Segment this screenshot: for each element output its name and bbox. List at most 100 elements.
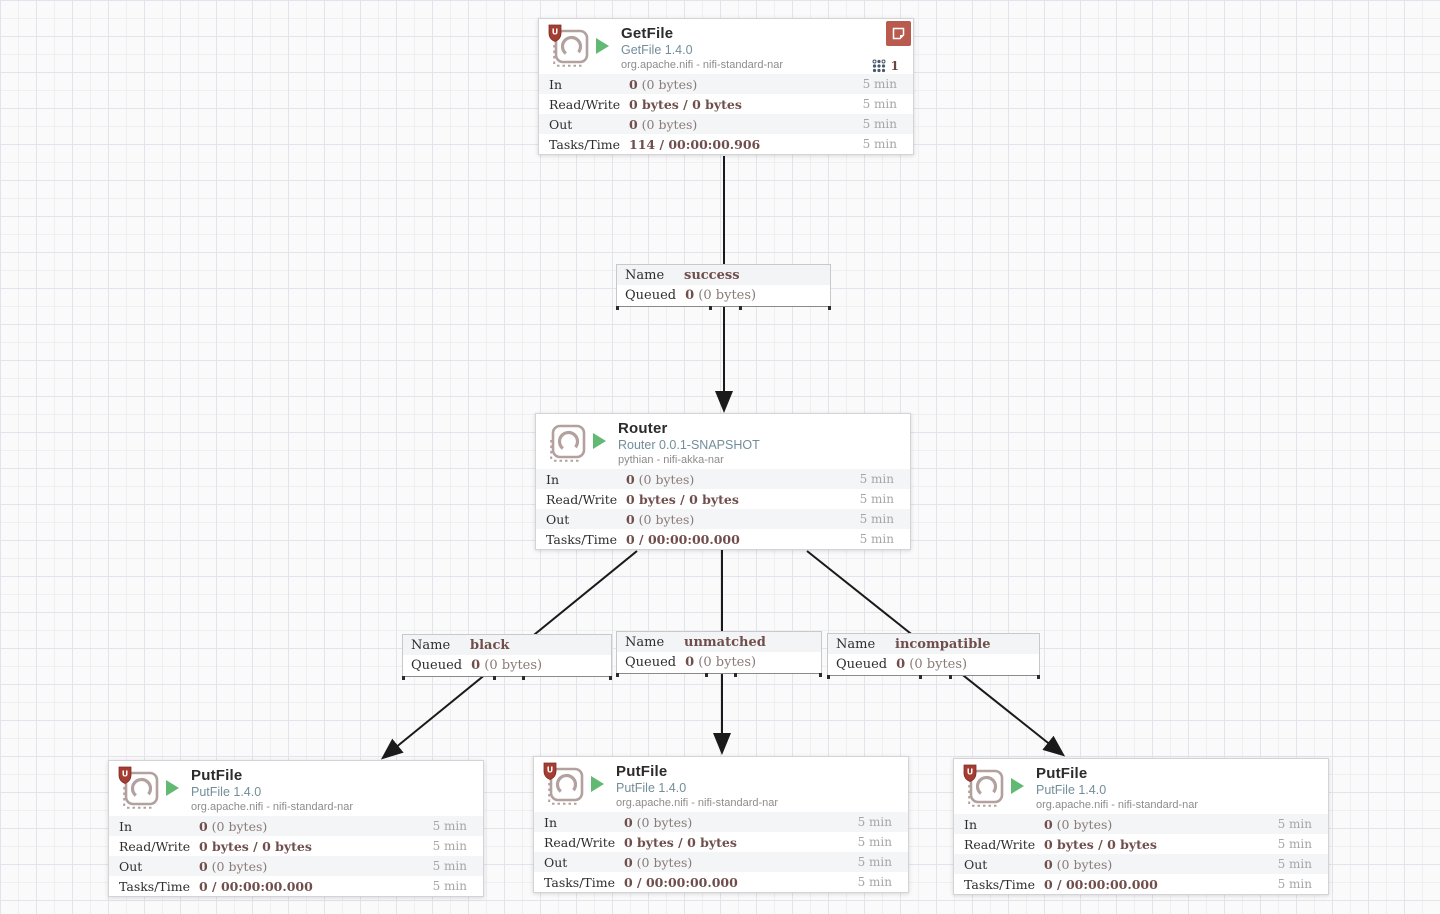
stat-label: Tasks/Time	[549, 136, 621, 152]
stat-value: 0 bytes / 0 bytes	[1044, 837, 1278, 852]
processor-header: U PutFile PutFile 1.4.0 org.apache.nifi …	[109, 761, 483, 816]
run-status-icon	[1011, 778, 1024, 794]
queued-bytes: (0 bytes)	[694, 654, 757, 670]
stat-label: Out	[544, 854, 568, 870]
stat-window: 5 min	[857, 815, 892, 829]
svg-text:U: U	[552, 28, 559, 37]
stat-value-bold: 0	[629, 116, 638, 132]
stat-window: 5 min	[857, 835, 892, 849]
processor-putfile-middle[interactable]: U PutFile PutFile 1.4.0 org.apache.nifi …	[533, 756, 909, 893]
processor-getfile[interactable]: U GetFile GetFile 1.4.0 org.apache.nifi …	[538, 18, 914, 155]
stat-window: 5 min	[1277, 877, 1312, 891]
connection-name-value: black	[470, 637, 510, 653]
stat-value-bold: 0	[626, 511, 635, 527]
processor-header: Router Router 0.0.1-SNAPSHOT pythian - n…	[536, 414, 910, 469]
stat-value: 0 / 00:00:00.000	[626, 532, 860, 547]
connection-label-incompatible[interactable]: Name incompatible Queued 0 (0 bytes)	[827, 633, 1040, 679]
processor-stamp-icon: U	[961, 763, 1007, 816]
stat-value-rest: (0 bytes)	[207, 858, 268, 874]
connection-name-row: Name success	[617, 265, 830, 285]
stat-label: In	[546, 471, 559, 487]
stat-label: Read/Write	[549, 96, 621, 112]
processor-stamp-icon: U	[546, 23, 592, 76]
connection-label-unmatched[interactable]: Name unmatched Queued 0 (0 bytes)	[616, 631, 822, 677]
stat-value-rest: (0 bytes)	[1052, 816, 1113, 832]
processor-type: PutFile 1.4.0	[191, 785, 262, 799]
queued-bytes: (0 bytes)	[694, 287, 757, 303]
active-thread-count: 1	[872, 59, 899, 73]
stat-value-bold: 114 / 00:00:00.906	[629, 136, 761, 152]
stat-window: 5 min	[1277, 857, 1312, 871]
connection-queued-value: 0 (0 bytes)	[896, 657, 967, 672]
processor-stamp-icon	[543, 418, 589, 471]
queued-bytes: (0 bytes)	[905, 656, 968, 672]
processor-name: PutFile	[616, 763, 668, 780]
stat-value: 0 (0 bytes)	[629, 77, 863, 92]
processor-router[interactable]: Router Router 0.0.1-SNAPSHOT pythian - n…	[535, 413, 911, 550]
restricted-shield-icon: U	[118, 766, 132, 784]
stat-window: 5 min	[862, 77, 897, 91]
connection-queued-value: 0 (0 bytes)	[471, 658, 542, 673]
stat-row-tasks: Tasks/Time 0 / 00:00:00.000 5 min	[536, 529, 910, 549]
stat-row-in: In 0 (0 bytes) 5 min	[109, 816, 483, 836]
processor-stamp-icon: U	[116, 765, 162, 818]
stat-value: 0 (0 bytes)	[626, 472, 860, 487]
stat-value: 0 (0 bytes)	[624, 855, 858, 870]
stat-value: 0 bytes / 0 bytes	[199, 839, 433, 854]
stat-row-readwrite: Read/Write 0 bytes / 0 bytes 5 min	[539, 94, 913, 114]
connection-name-key: Name	[625, 634, 665, 650]
processor-type: PutFile 1.4.0	[616, 781, 687, 795]
restricted-shield-icon: U	[543, 762, 557, 780]
svg-text:U: U	[967, 768, 974, 777]
connection-label-success[interactable]: Name success Queued 0 (0 bytes)	[616, 264, 831, 310]
connection-label-black[interactable]: Name black Queued 0 (0 bytes)	[402, 634, 612, 680]
processor-titles: PutFile PutFile 1.4.0 org.apache.nifi - …	[1036, 765, 1198, 811]
stat-value-bold: 0	[1044, 856, 1053, 872]
comment-badge[interactable]	[886, 21, 911, 46]
stat-value: 0 bytes / 0 bytes	[629, 97, 863, 112]
stat-label: Tasks/Time	[964, 876, 1036, 892]
processor-putfile-left[interactable]: U PutFile PutFile 1.4.0 org.apache.nifi …	[108, 760, 484, 897]
queued-count: 0	[471, 657, 481, 673]
stat-row-tasks: Tasks/Time 0 / 00:00:00.000 5 min	[109, 876, 483, 896]
stat-value-bold: 0 bytes / 0 bytes	[199, 838, 312, 854]
stat-value-bold: 0 / 00:00:00.000	[624, 874, 738, 890]
run-status-icon	[596, 38, 609, 54]
stat-row-readwrite: Read/Write 0 bytes / 0 bytes 5 min	[109, 836, 483, 856]
processor-titles: PutFile PutFile 1.4.0 org.apache.nifi - …	[191, 767, 353, 813]
stat-row-out: Out 0 (0 bytes) 5 min	[536, 509, 910, 529]
connection-queued-key: Queued	[625, 654, 677, 670]
processor-putfile-right[interactable]: U PutFile PutFile 1.4.0 org.apache.nifi …	[953, 758, 1329, 895]
stat-value: 0 (0 bytes)	[199, 859, 433, 874]
stat-value-rest: (0 bytes)	[632, 854, 693, 870]
stat-value: 0 (0 bytes)	[199, 819, 433, 834]
stat-value-bold: 0 bytes / 0 bytes	[626, 491, 739, 507]
stat-value-rest: (0 bytes)	[207, 818, 268, 834]
processor-header: U PutFile PutFile 1.4.0 org.apache.nifi …	[534, 757, 908, 812]
stat-value: 0 / 00:00:00.000	[199, 879, 433, 894]
stat-window: 5 min	[862, 137, 897, 151]
stat-row-tasks: Tasks/Time 114 / 00:00:00.906 5 min	[539, 134, 913, 154]
stat-window: 5 min	[432, 859, 467, 873]
connection-name-key: Name	[836, 636, 876, 652]
connection-queued-row: Queued 0 (0 bytes)	[403, 655, 611, 675]
stat-label: In	[964, 816, 977, 832]
connection-name-key: Name	[625, 267, 665, 283]
processor-bundle: org.apache.nifi - nifi-standard-nar	[621, 59, 784, 71]
stat-row-out: Out 0 (0 bytes) 5 min	[534, 852, 908, 872]
stat-value-bold: 0 / 00:00:00.000	[199, 878, 313, 894]
stat-row-tasks: Tasks/Time 0 / 00:00:00.000 5 min	[534, 872, 908, 892]
processor-type: GetFile 1.4.0	[621, 43, 693, 57]
processor-bundle: pythian - nifi-akka-nar	[618, 454, 724, 466]
stat-value-rest: (0 bytes)	[634, 511, 695, 527]
connection-queued-row: Queued 0 (0 bytes)	[617, 285, 830, 305]
stat-value: 0 (0 bytes)	[624, 815, 858, 830]
processor-header: U GetFile GetFile 1.4.0 org.apache.nifi …	[539, 19, 913, 74]
svg-text:U: U	[547, 766, 554, 775]
connection-queued-key: Queued	[411, 657, 463, 673]
stat-value: 0 / 00:00:00.000	[1044, 877, 1278, 892]
stat-row-readwrite: Read/Write 0 bytes / 0 bytes 5 min	[536, 489, 910, 509]
stat-value-bold: 0	[624, 854, 633, 870]
stat-value-rest: (0 bytes)	[632, 814, 693, 830]
